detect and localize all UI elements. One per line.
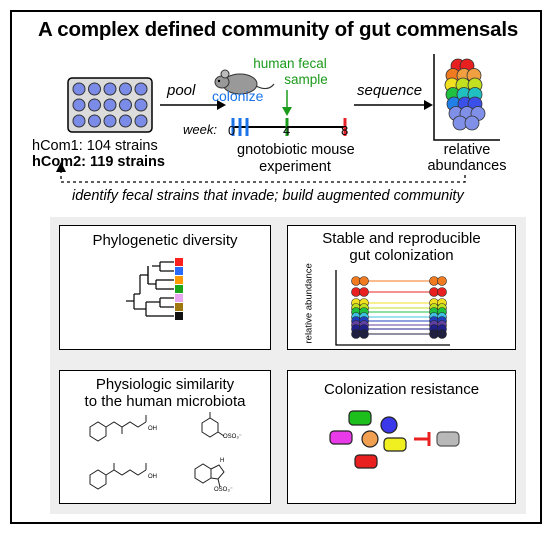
week-4: 4 — [283, 123, 291, 138]
tip-color-box — [175, 258, 183, 266]
plate-well — [119, 98, 132, 112]
experiment-line1: gnotobiotic mouse — [237, 142, 355, 158]
plate-well — [103, 114, 117, 128]
workflow-graphics — [56, 54, 500, 183]
colonization-dot — [351, 287, 361, 297]
plate-well — [88, 98, 101, 112]
plate-well — [134, 98, 148, 112]
cell-invader — [436, 431, 460, 447]
oh-label-2: OH — [148, 474, 157, 480]
physio-title-1: Physiologic similarity — [95, 376, 235, 393]
fecal-label-2: sample — [284, 72, 328, 87]
chemical-structures — [89, 412, 225, 490]
colonization-dot — [359, 329, 369, 339]
plate-well — [103, 82, 117, 96]
panel-physiologic: Physiologic similarity to the human micr… — [59, 370, 271, 504]
abundance-dot — [464, 115, 480, 131]
figure-frame: A complex defined community of gut comme… — [10, 10, 542, 524]
colonization-dot — [359, 287, 369, 297]
abundance-axes — [433, 54, 500, 141]
plate-well — [134, 114, 148, 128]
stable-ylabel: relative abundance — [303, 263, 315, 344]
plate-well — [119, 114, 132, 128]
resist-title: Colonization resistance — [323, 381, 480, 398]
plate-well — [103, 98, 117, 112]
colonization-dot — [429, 276, 439, 286]
hcom1-label: hCom1: 104 strains — [32, 138, 158, 154]
mouse-icon — [214, 69, 275, 95]
fecal-label-1: human fecal — [253, 56, 327, 71]
colonization-dot — [359, 276, 369, 286]
tip-color-box — [175, 303, 183, 311]
colonize-ticks — [231, 118, 249, 136]
so3-label-2: OSO₃⁻ — [214, 487, 233, 493]
colonization-dot — [429, 287, 439, 297]
feedback-line — [60, 172, 466, 183]
hcom2-label: hCom2: 119 strains — [32, 154, 165, 170]
tip-color-box — [175, 285, 183, 293]
sequence-label: sequence — [357, 82, 423, 99]
colonization-dot — [437, 329, 447, 339]
tip-color-box — [175, 294, 183, 302]
cell-magenta — [329, 430, 353, 445]
pool-label: pool — [167, 82, 196, 99]
plate-well — [134, 82, 148, 96]
cell-yellow — [383, 437, 407, 452]
experiment-line2: experiment — [259, 159, 331, 175]
so3-label-1: OSO₃⁻ — [223, 434, 242, 440]
tip-color-box — [175, 312, 183, 320]
week-label: week: — [183, 122, 217, 137]
plate-well — [72, 98, 86, 112]
panel-resistance: Colonization resistance — [287, 370, 516, 504]
stable-title-2: gut colonization — [349, 247, 454, 264]
nh-label: H — [220, 458, 225, 464]
panel-phylogenetic: Phylogenetic diversity — [59, 225, 271, 350]
colonize-label: colonize — [212, 88, 264, 104]
cell-orange — [361, 430, 379, 448]
plate-well — [72, 114, 86, 128]
plate-well — [88, 82, 101, 96]
cell-blue — [380, 416, 398, 434]
tip-color-box — [175, 276, 183, 284]
colonization-dot — [351, 276, 361, 286]
stable-chart — [335, 270, 450, 346]
colonization-dot — [437, 276, 447, 286]
physio-title-2: to the human microbiota — [84, 393, 246, 410]
week-0: 0 — [228, 123, 236, 138]
abundance-stack — [444, 58, 486, 131]
phylo-tree — [126, 258, 183, 320]
resistance-diagram — [329, 410, 460, 469]
plate-well — [72, 82, 86, 96]
colonization-dot — [351, 329, 361, 339]
phylo-title: Phylogenetic diversity — [92, 232, 238, 249]
week-8: 8 — [341, 123, 349, 138]
cell-red — [354, 454, 378, 469]
plate-well — [88, 114, 101, 128]
feedback-label: identify fecal strains that invade; buil… — [72, 188, 464, 204]
panel-stable: Stable and reproducible gut colonization… — [287, 225, 516, 350]
figure-title: A complex defined community of gut comme… — [37, 18, 519, 41]
stable-title-1: Stable and reproducible — [322, 230, 481, 247]
plate-well — [119, 82, 132, 96]
abundance-label-2: abundances — [427, 158, 507, 174]
colonization-dot — [429, 329, 439, 339]
tip-color-box — [175, 267, 183, 275]
well-plate-icon — [67, 77, 153, 133]
abundance-label-1: relative — [443, 142, 491, 158]
cell-green — [348, 410, 372, 426]
colonization-dot — [437, 287, 447, 297]
oh-label-1: OH — [148, 426, 157, 432]
